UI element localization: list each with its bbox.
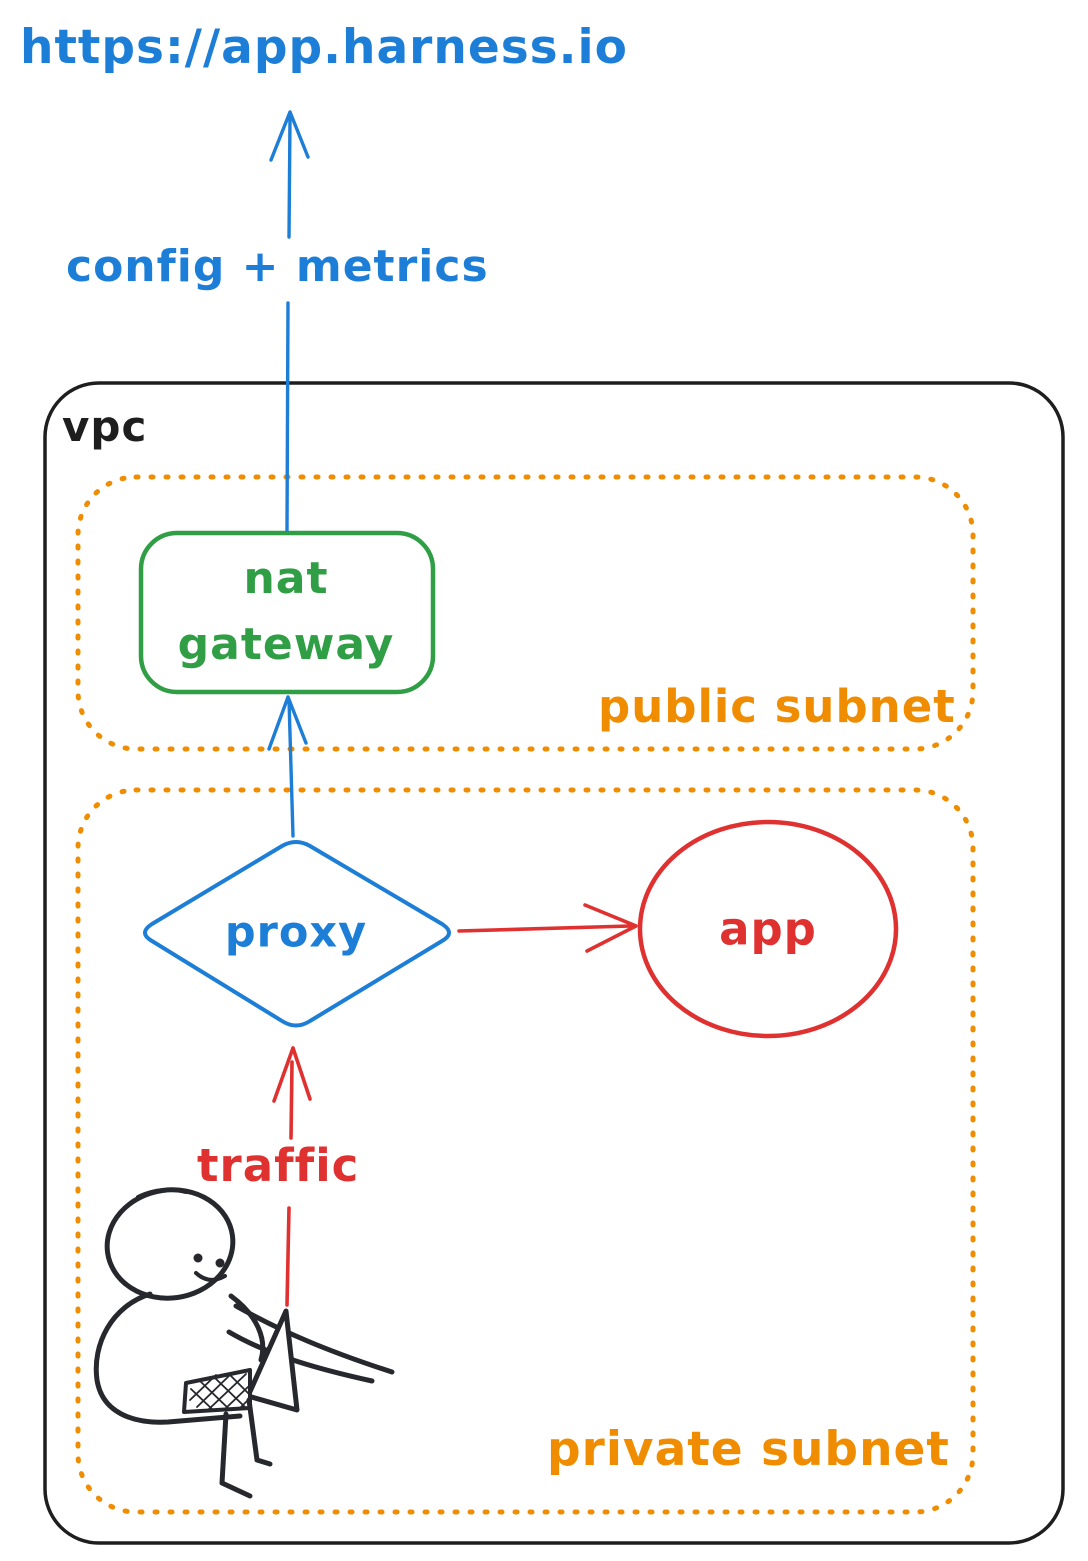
proxy-node bbox=[143, 840, 451, 1028]
person-with-laptop-figure bbox=[93, 1187, 395, 1499]
public-subnet-label: public subnet bbox=[598, 680, 956, 733]
nat-gateway-label-line2: gateway bbox=[177, 619, 395, 670]
keyboard-hatch bbox=[189, 1372, 251, 1411]
traffic-arrow-label: traffic bbox=[197, 1139, 360, 1192]
nat-gateway-label-line1: nat bbox=[243, 553, 329, 604]
app-label: app bbox=[719, 902, 817, 956]
nat-gateway-label: nat gateway bbox=[178, 546, 395, 678]
config-metrics-arrow-label: config + metrics bbox=[66, 241, 489, 292]
app-node bbox=[637, 819, 899, 1039]
proxy-label: proxy bbox=[224, 907, 368, 958]
vpc-container bbox=[43, 381, 1065, 1545]
vpc-label: vpc bbox=[62, 402, 148, 451]
private-subnet-label: private subnet bbox=[547, 1422, 950, 1477]
natgw-to-harness-arrow bbox=[269, 110, 310, 532]
traffic-arrow bbox=[272, 1046, 312, 1307]
external-url-label: https://app.harness.io bbox=[20, 20, 628, 75]
private-subnet-container bbox=[75, 787, 976, 1515]
proxy-to-app-arrow bbox=[457, 903, 638, 953]
public-subnet-container bbox=[75, 474, 976, 752]
proxy-to-natgw-arrow bbox=[267, 695, 308, 838]
nat-gateway-node bbox=[138, 530, 436, 695]
